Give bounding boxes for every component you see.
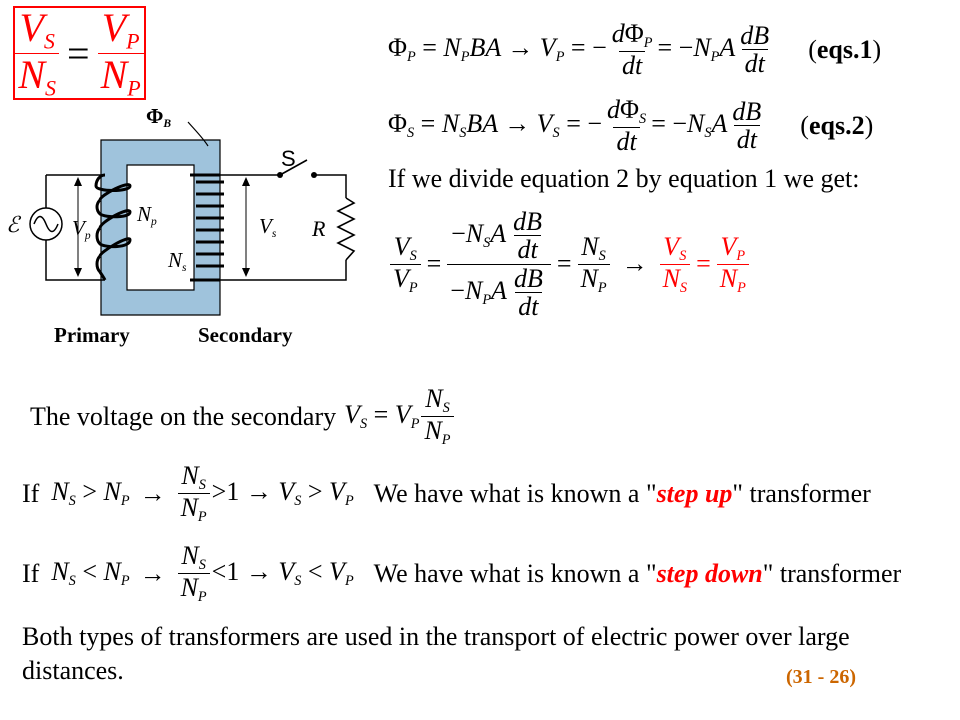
- secondary-coil: [190, 173, 224, 282]
- ratio-rhs: VP NP: [97, 6, 144, 100]
- boxed-ratio-formula: VS NS = VP NP: [13, 6, 146, 100]
- switch-blade: [279, 159, 308, 176]
- primary-label: Primary: [54, 323, 130, 347]
- transformer-core: [100, 139, 221, 316]
- vs-label: Vs: [259, 214, 277, 241]
- switch-label: S: [281, 146, 296, 171]
- ratio-equals: =: [67, 30, 90, 76]
- slide-number: (31 - 26): [786, 666, 856, 688]
- closing-paragraph: Both types of transformers are used in t…: [22, 622, 850, 685]
- vp-label: Vp: [72, 216, 91, 243]
- ratio-lhs: VS NS: [15, 6, 59, 100]
- primary-coil: [94, 173, 132, 281]
- resistor: [336, 197, 356, 261]
- secondary-voltage-text: The voltage on the secondary: [30, 401, 337, 431]
- ns-label: Ns: [168, 248, 187, 275]
- flux-label: ΦB: [146, 104, 172, 131]
- np-label: Np: [137, 202, 157, 229]
- transformer-diagram: [29, 121, 356, 316]
- secondary-label: Secondary: [198, 323, 293, 347]
- emf-label: ℰ: [6, 212, 20, 237]
- divide-instruction: If we divide equation 2 by equation 1 we…: [388, 164, 860, 193]
- resistor-label: R: [312, 216, 326, 241]
